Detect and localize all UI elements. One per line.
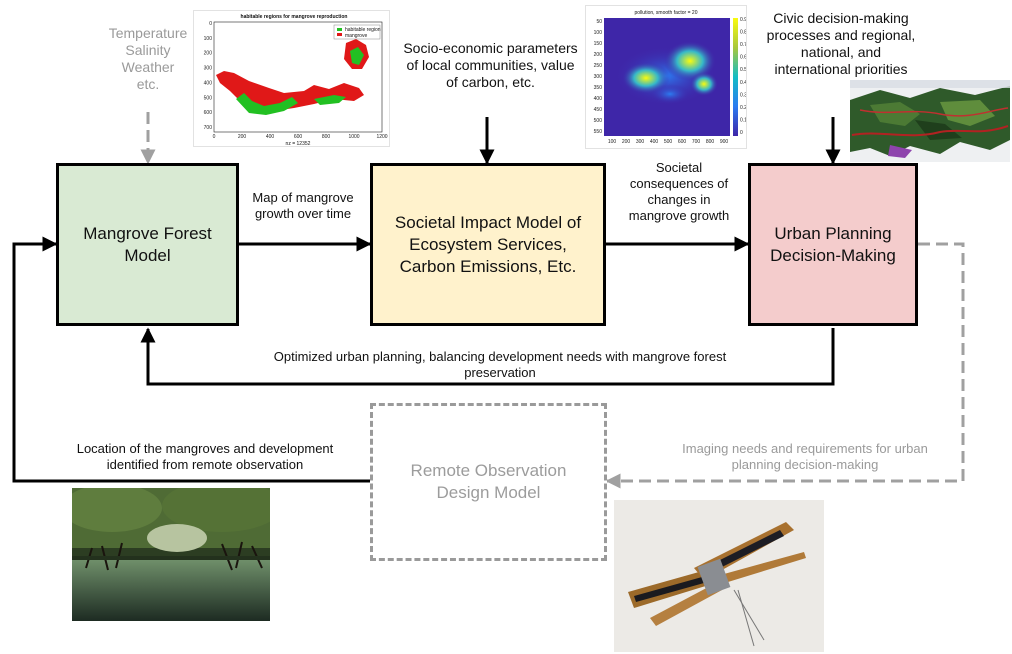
heatmap-x-tick-2: 300 (636, 139, 645, 145)
mangrove-forest-model-label: Mangrove Forest Model (83, 223, 212, 265)
heatmap-y-tick-4: 250 (594, 63, 603, 69)
mangrove-map-svg: habitable regions for mangrove reproduct… (204, 14, 388, 147)
satellite-map-image (850, 80, 1010, 162)
heatmap-y-tick-9: 500 (594, 118, 603, 124)
heatmap-x-tick-0: 100 (608, 139, 617, 145)
heatmap-colorbar-tick-6: 0.3 (740, 92, 747, 98)
map-y-tick-3: 300 (204, 66, 213, 72)
heatmap-x-tick-8: 900 (720, 139, 729, 145)
heatmap-y-tick-7: 400 (594, 96, 603, 102)
heatmap-y-ticks: 50 100 150 200 250 300 350 400 450 500 550 (594, 19, 603, 135)
mangrove-location-label: Location of the mangroves and developmen… (76, 441, 334, 472)
heatmap-svg: pollution, smooth factor = 20 50 100 150 20… (594, 10, 747, 145)
heatmap-colorbar (733, 18, 738, 136)
map-x-tick-4: 800 (322, 134, 331, 140)
mangrove-regions (216, 39, 369, 115)
heatmap-x-tick-1: 200 (622, 139, 631, 145)
heatmap-title: pollution, smooth factor = 20 (635, 10, 698, 16)
societal-impact-model-box: Societal Impact Model of Ecosystem Servi… (370, 163, 606, 326)
heatmap-y-tick-5: 300 (594, 74, 603, 80)
heatmap-hotspots (614, 41, 718, 106)
legend-mangrove: mangrove (345, 33, 367, 39)
map-y-tick-2: 200 (204, 51, 213, 57)
map-x-tick-0: 0 (213, 134, 216, 140)
heatmap-x-tick-5: 600 (678, 139, 687, 145)
heatmap-y-tick-6: 350 (594, 85, 603, 91)
environment-inputs-label: Temperature Salinity Weather etc. (108, 25, 188, 92)
societal-impact-model-label: Societal Impact Model of Ecosystem Servi… (394, 212, 582, 276)
mangrove-forest-model-box: Mangrove Forest Model (56, 163, 239, 326)
optimized-planning-label: Optimized urban planning, balancing deve… (273, 349, 727, 380)
heatmap-colorbar-tick-0: 0.9 (740, 17, 747, 23)
heatmap-colorbar-tick-4: 0.5 (740, 67, 747, 73)
heatmap-colorbar-tick-2: 0.7 (740, 42, 747, 48)
map-y-tick-1: 100 (204, 36, 213, 42)
heatmap-x-tick-6: 700 (692, 139, 701, 145)
heatmap-colorbar-tick-7: 0.2 (740, 105, 747, 111)
map-x-ticks: 0 200 400 600 800 1000 1200 (213, 134, 388, 140)
heatmap-x-tick-3: 400 (650, 139, 659, 145)
civic-priorities-label: Civic decision-making processes and regi… (766, 10, 916, 77)
heatmap-y-tick-1: 100 (594, 30, 603, 36)
aerial-map-svg (850, 80, 1010, 162)
map-x-tick-2: 400 (266, 134, 275, 140)
urban-planning-label: Urban Planning Decision-Making (770, 223, 896, 265)
remote-observation-box: Remote Observation Design Model (370, 403, 607, 561)
cubesat-photo-svg (614, 500, 824, 652)
arrow-remote-to-forest (12, 236, 370, 483)
map-x-tick-1: 200 (238, 134, 247, 140)
map-y-tick-7: 700 (204, 125, 213, 131)
map-y-ticks: 0 100 200 300 400 500 600 700 (204, 21, 213, 131)
map-growth-label: Map of mangrove growth over time (252, 190, 354, 221)
mangrove-map-plot: habitable regions for mangrove reproduct… (193, 10, 390, 147)
heatmap-x-tick-7: 800 (706, 139, 715, 145)
mangrove-photo-svg (72, 488, 270, 621)
societal-consequences-label: Societal consequences of changes in mang… (628, 160, 730, 223)
heatmap-colorbar-tick-9: 0 (740, 130, 743, 136)
heatmap-y-tick-0: 50 (596, 19, 602, 25)
cubesat-photo (614, 500, 824, 652)
heatmap-colorbar-ticks: 0.9 0.8 0.7 0.6 0.5 0.4 0.3 0.2 0.1 0 (740, 17, 747, 136)
heatmap-y-tick-2: 150 (594, 41, 603, 47)
heatmap-y-tick-10: 550 (594, 129, 603, 135)
pollution-heatmap: pollution, smooth factor = 20 50 100 150 20… (585, 5, 747, 149)
map-y-tick-0: 0 (209, 21, 212, 27)
map-plot-title: habitable regions for mangrove reproduct… (241, 14, 348, 20)
heatmap-y-tick-8: 450 (594, 107, 603, 113)
map-legend: habitable region mangrove (333, 24, 381, 40)
map-y-tick-5: 500 (204, 95, 213, 101)
heatmap-y-tick-3: 200 (594, 52, 603, 58)
map-x-tick-3: 600 (294, 134, 303, 140)
heatmap-colorbar-tick-3: 0.6 (740, 55, 747, 61)
legend-habitable: habitable region (345, 27, 381, 33)
urban-planning-box: Urban Planning Decision-Making (748, 163, 918, 326)
map-plot-footer: nz = 12352 (286, 141, 311, 147)
map-y-tick-4: 400 (204, 80, 213, 86)
arrow-planning-feedback (140, 327, 835, 386)
imaging-needs-label: Imaging needs and requirements for urban… (682, 441, 928, 472)
heatmap-x-tick-4: 500 (664, 139, 673, 145)
heatmap-x-ticks: 100 200 300 400 500 600 700 800 900 (608, 139, 729, 145)
mangrove-forest-photo (72, 488, 270, 621)
socio-economic-label: Socio-economic parameters of local commu… (403, 40, 578, 90)
map-x-tick-6: 1200 (376, 134, 387, 140)
heatmap-colorbar-tick-5: 0.4 (740, 80, 747, 86)
map-y-tick-6: 600 (204, 110, 213, 116)
arrow-planning-to-remote (605, 242, 965, 489)
heatmap-colorbar-tick-8: 0.1 (740, 117, 747, 123)
remote-observation-label: Remote Observation Design Model (410, 461, 567, 502)
heatmap-colorbar-tick-1: 0.8 (740, 30, 747, 36)
map-x-tick-5: 1000 (348, 134, 359, 140)
